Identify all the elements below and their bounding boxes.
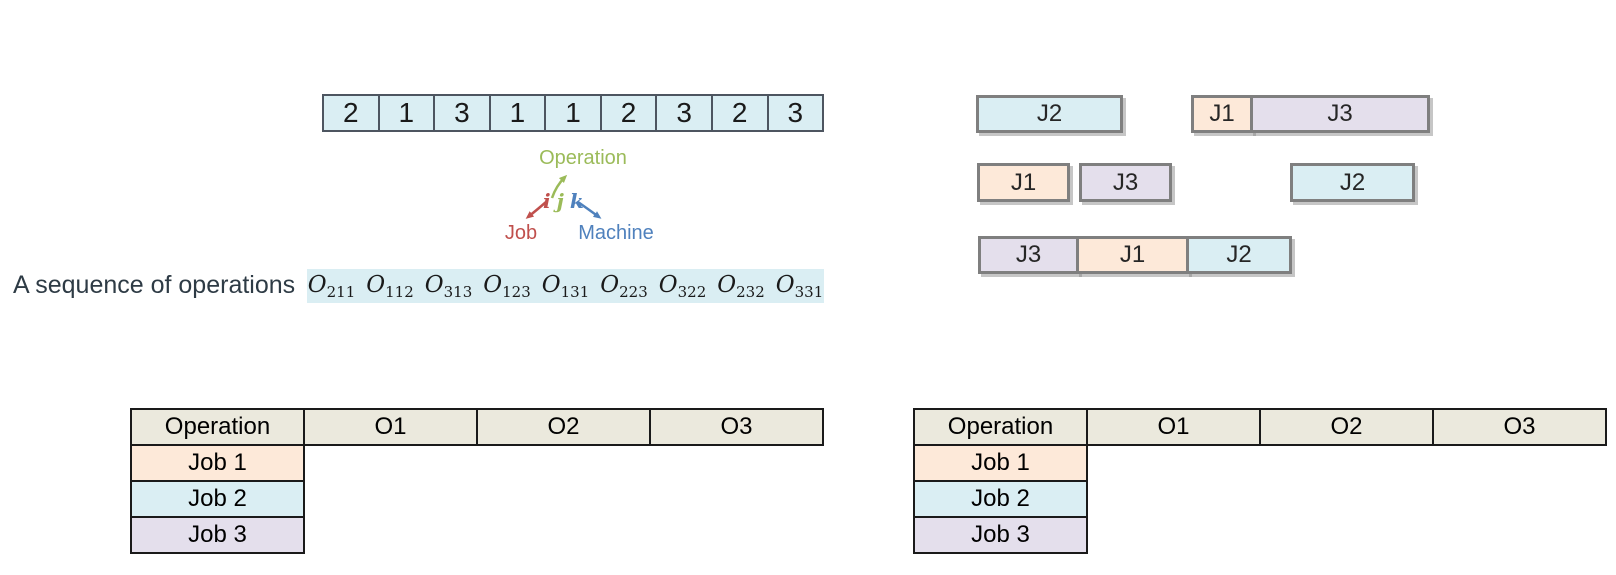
legend-machine-label: Machine [578,222,654,244]
legend-index-i: i [543,189,551,213]
table-header-cell: Operation [130,408,305,446]
encoding-array-cell: 2 [599,94,658,132]
gantt-block-j3: J3 [1250,95,1430,133]
operation-symbol: O232 [717,271,765,301]
gantt-block-j3: J3 [1079,163,1172,202]
operation-symbol: O123 [483,271,531,301]
operation-symbol: O211 [307,271,356,301]
operation-sequence-box: O211 O112 O313 O123 O131 O223 O322 O232 O331 [307,269,824,303]
table-row-label: Job 1 [130,444,305,482]
gantt-block-j1: J1 [1191,95,1253,133]
operation-symbol: O322 [658,271,707,301]
operation-symbol: O313 [424,271,473,301]
table-row-label: Job 2 [130,480,305,518]
table-header-cell: O2 [1259,408,1434,446]
gantt-block-j1: J1 [1076,236,1189,274]
table-header-cell: O1 [303,408,478,446]
encoding-array-cell: 3 [655,94,713,132]
table-row-label: Job 2 [913,480,1088,518]
operation-symbol: O112 [366,271,414,301]
table-header-cell: O3 [1432,408,1607,446]
gantt-block-j2: J2 [976,95,1123,133]
encoding-array-cell: 3 [433,94,491,132]
legend-index-k: k [569,189,584,213]
table-header-cell: Operation [913,408,1088,446]
table-header-cell: O3 [649,408,824,446]
operation-symbol: O223 [600,271,648,301]
encoding-array-cell: 3 [766,94,825,132]
legend-job-label: Job [504,222,538,244]
legend-ijk-indices: i j k [543,189,584,213]
encoding-array-cell: 1 [377,94,436,132]
encoding-array-cell: 2 [322,94,380,132]
legend-index-j: j [556,189,564,213]
gantt-block-j1: J1 [977,163,1070,202]
table-header-cell: O1 [1086,408,1261,446]
encoding-array-cell: 1 [488,94,547,132]
gantt-block-j2: J2 [1290,163,1415,202]
legend-operation-label: Operation [539,147,627,169]
table-row-label: Job 3 [913,516,1088,554]
table-header-cell: O2 [476,408,651,446]
table-row-label: Job 1 [913,444,1088,482]
operation-symbol: O331 [775,271,824,301]
table-row-label: Job 3 [130,516,305,554]
sequence-caption: A sequence of operations [13,271,296,299]
operation-symbol: O131 [541,271,590,301]
gantt-block-j3: J3 [978,236,1079,274]
encoding-array-cell: 1 [544,94,602,132]
encoding-array-cell: 2 [710,94,769,132]
gantt-block-j2: J2 [1186,236,1292,274]
